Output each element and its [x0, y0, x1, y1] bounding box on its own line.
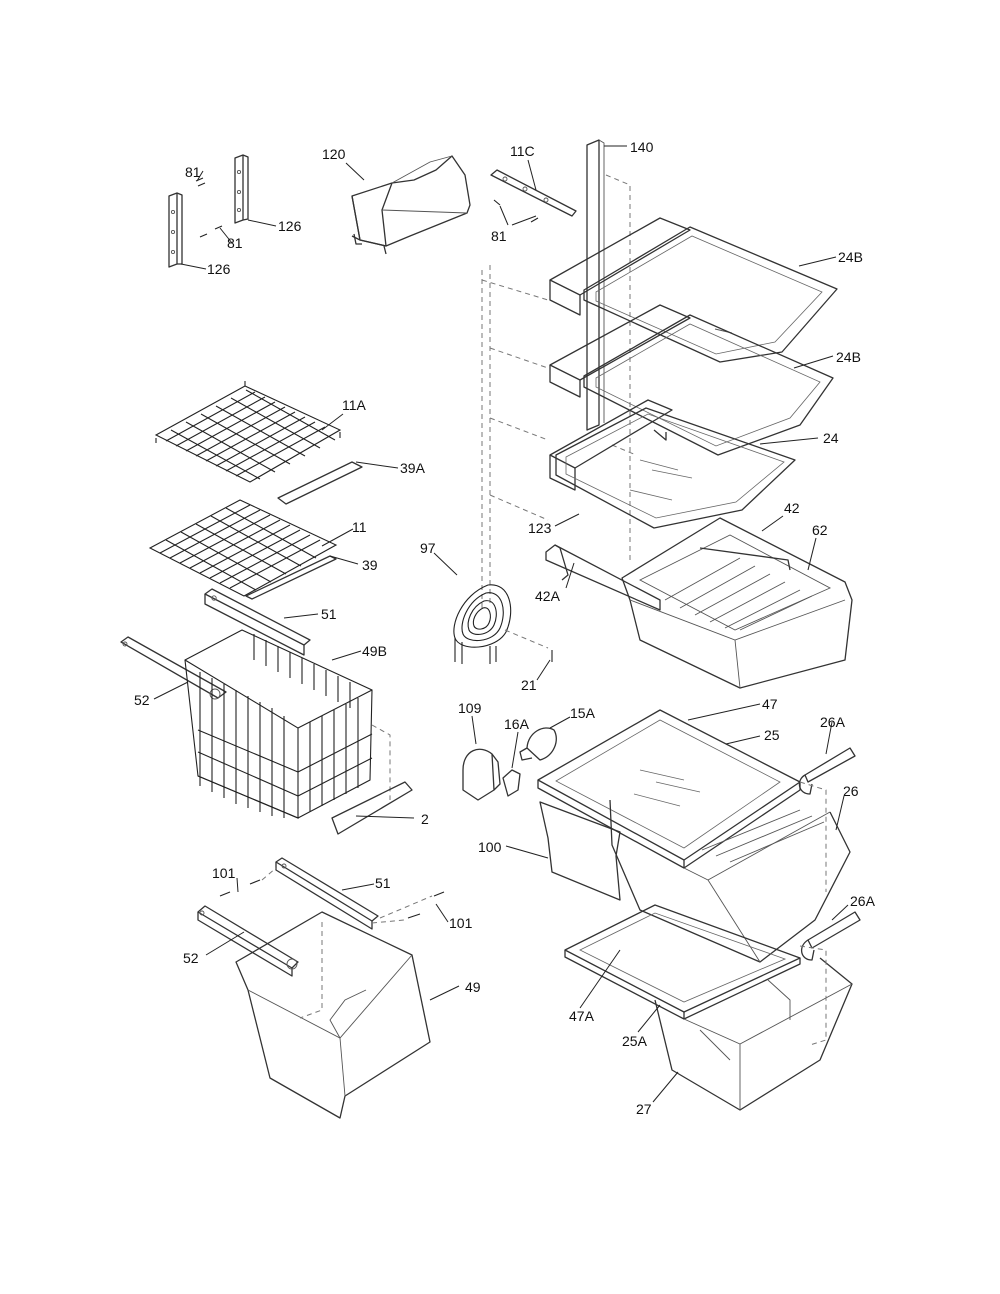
callout-120: 120 [322, 146, 346, 162]
part-26-crisper [539, 747, 856, 963]
callout-39: 39 [362, 557, 378, 573]
part-52-slide-lower [197, 905, 299, 977]
callout-16A: 16A [504, 716, 530, 732]
callout-100: 100 [478, 839, 502, 855]
part-101-screws [219, 867, 445, 924]
part-51-slide-lower [275, 857, 379, 930]
callout-62: 62 [812, 522, 828, 538]
part-light-assembly [462, 727, 557, 801]
part-126-brackets [168, 154, 249, 268]
callout-81: 81 [185, 164, 201, 180]
callout-labels: 81 81 126 126 120 11C 81 140 24B 24B 24 … [134, 139, 876, 1117]
callout-27: 27 [636, 1101, 652, 1117]
part-49-pan [235, 911, 431, 1119]
callout-101: 101 [212, 865, 236, 881]
callout-15A: 15A [570, 705, 596, 721]
callout-52: 52 [134, 692, 150, 708]
callout-24B: 24B [838, 249, 863, 265]
callout-51: 51 [321, 606, 337, 622]
part-51-slide-upper [204, 588, 311, 656]
callout-81: 81 [227, 235, 243, 251]
callout-25: 25 [764, 727, 780, 743]
callout-126: 126 [207, 261, 231, 277]
callout-49B: 49B [362, 643, 387, 659]
part-24B-shelf-top [549, 217, 838, 363]
callout-2: 2 [421, 811, 429, 827]
callout-26A: 26A [850, 893, 876, 909]
callout-24B: 24B [836, 349, 861, 365]
callout-109: 109 [458, 700, 482, 716]
part-140-rail [481, 139, 637, 610]
callout-81: 81 [491, 228, 507, 244]
callout-140: 140 [630, 139, 654, 155]
part-11A-wire-shelf [154, 381, 363, 505]
callout-26: 26 [843, 783, 859, 799]
callout-11C: 11C [510, 143, 535, 159]
callout-49: 49 [465, 979, 481, 995]
part-62-crisper [545, 517, 853, 689]
part-24-shelf-low [549, 399, 796, 529]
part-97-coil [453, 584, 553, 664]
callout-52: 52 [183, 950, 199, 966]
callout-47: 47 [762, 696, 778, 712]
callout-97: 97 [420, 540, 436, 556]
callout-42A: 42A [535, 588, 561, 604]
callout-11A: 11A [342, 397, 367, 413]
callout-26A: 26A [820, 714, 846, 730]
callout-123: 123 [528, 520, 552, 536]
leader-lines [153, 145, 849, 1103]
callout-51: 51 [375, 875, 391, 891]
callout-126: 126 [278, 218, 302, 234]
callout-25A: 25A [622, 1033, 648, 1049]
part-11-wire-shelf [148, 499, 338, 600]
part-120-bin [351, 155, 471, 255]
part-25A-cover [564, 904, 801, 1020]
callout-42: 42 [784, 500, 800, 516]
callout-47A: 47A [569, 1008, 595, 1024]
callout-24: 24 [823, 430, 839, 446]
callout-11: 11 [352, 519, 367, 535]
part-49B-basket [120, 629, 413, 835]
part-11C-strip [490, 169, 577, 223]
part-27-crisper [654, 911, 861, 1111]
callout-21: 21 [521, 677, 537, 693]
callout-101: 101 [449, 915, 473, 931]
callout-39A: 39A [400, 460, 426, 476]
part-25-cover [537, 709, 801, 869]
part-81-screws-left [195, 177, 223, 238]
part-24B-shelf-mid [549, 304, 834, 456]
